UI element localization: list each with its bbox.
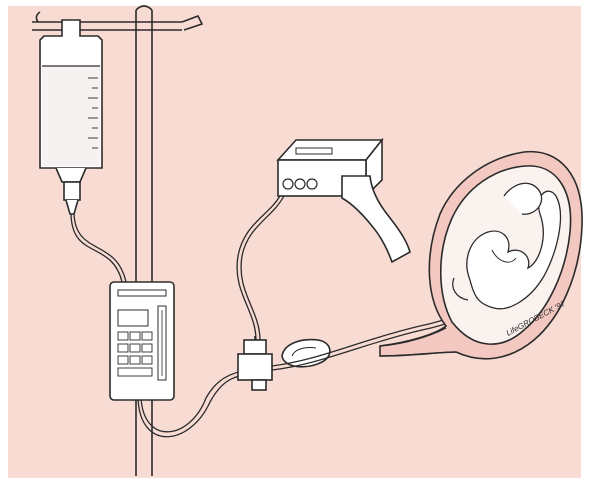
infusion-pump	[110, 282, 174, 400]
